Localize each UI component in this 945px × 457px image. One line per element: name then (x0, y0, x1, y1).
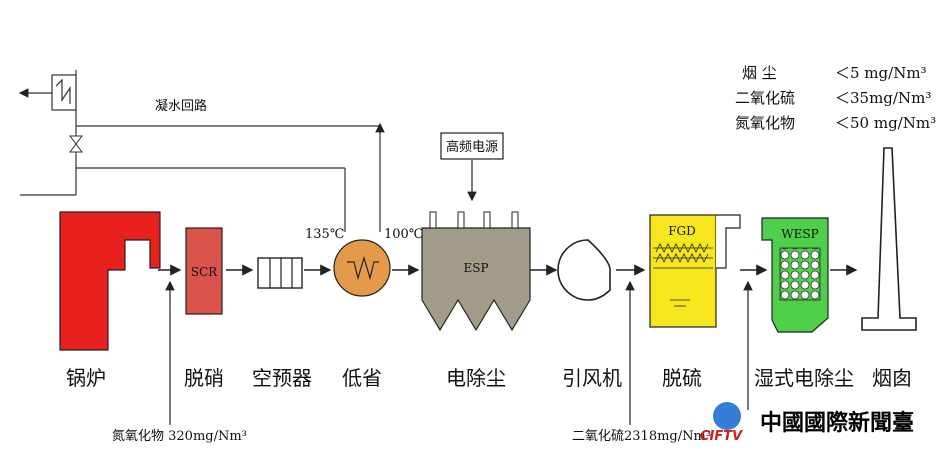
heater-icon (51, 74, 77, 111)
stage-label-boiler: 锅炉 (66, 366, 106, 390)
temp-outlet: 100℃ (384, 227, 423, 242)
wesp-tag: WESP (781, 227, 818, 241)
id-fan-unit (557, 239, 611, 301)
stage-label-fgd: 脱硫 (662, 366, 702, 390)
emission-limit-dust: ＜5 mg/Nm³ (835, 64, 927, 82)
condensate-loop (18, 70, 381, 232)
power-box (440, 132, 504, 160)
fgd-unit (649, 214, 741, 328)
wesp-unit (761, 217, 829, 333)
nox-inlet-reading: 氮氧化物 320mg/Nm³ (112, 429, 247, 444)
boiler-shape (59, 211, 161, 351)
stage-label-air-preheater: 空预器 (252, 366, 312, 390)
loop-label: 凝水回路 (155, 98, 207, 114)
news-watermark: CIFTV 中國國際新聞臺 (700, 402, 914, 444)
scr-tag: SCR (191, 265, 218, 279)
globe-logo-icon (713, 402, 741, 430)
watermark-en: CIFTV (700, 429, 743, 444)
temp-inlet: 135℃ (305, 227, 344, 242)
stage-label-wesp: 湿式电除尘 (754, 366, 854, 390)
emission-name-nox: 氮氧化物 (735, 114, 795, 132)
stage-label-chimney: 烟囱 (872, 366, 912, 390)
air-preheater-unit (257, 257, 303, 289)
emission-name-dust: 烟 尘 (742, 64, 777, 82)
stage-label-esp: 电除尘 (446, 366, 506, 390)
emission-name-so2: 二氧化硫 (735, 89, 795, 107)
economizer-unit (333, 239, 391, 297)
so2-inlet-reading: 二氧化硫2318mg/Nm³ (572, 429, 711, 444)
power-label: 高频电源 (446, 139, 498, 155)
emission-limit-nox: ＜50 mg/Nm³ (835, 114, 936, 132)
chimney-shape (861, 147, 917, 331)
stage-label-economizer: 低省 (342, 366, 382, 390)
stage-labels: 锅炉 脱硝 空预器 低省 电除尘 引风机 脱硫 湿式电除尘 烟囱 (66, 366, 912, 390)
esp-unit (421, 211, 531, 332)
emission-limits: 烟 尘 ＜5 mg/Nm³ 二氧化硫 ＜35mg/Nm³ 氮氧化物 ＜50 mg… (735, 64, 936, 132)
stage-label-id-fan: 引风机 (562, 366, 622, 390)
esp-tag: ESP (463, 261, 488, 275)
emission-limit-so2: ＜35mg/Nm³ (835, 89, 931, 107)
stage-label-scr: 脱硝 (184, 366, 224, 390)
scr-unit (185, 227, 223, 315)
watermark-cn: 中國國際新聞臺 (760, 410, 914, 436)
valve-icon (69, 135, 83, 153)
fgd-tag: FGD (668, 224, 696, 238)
